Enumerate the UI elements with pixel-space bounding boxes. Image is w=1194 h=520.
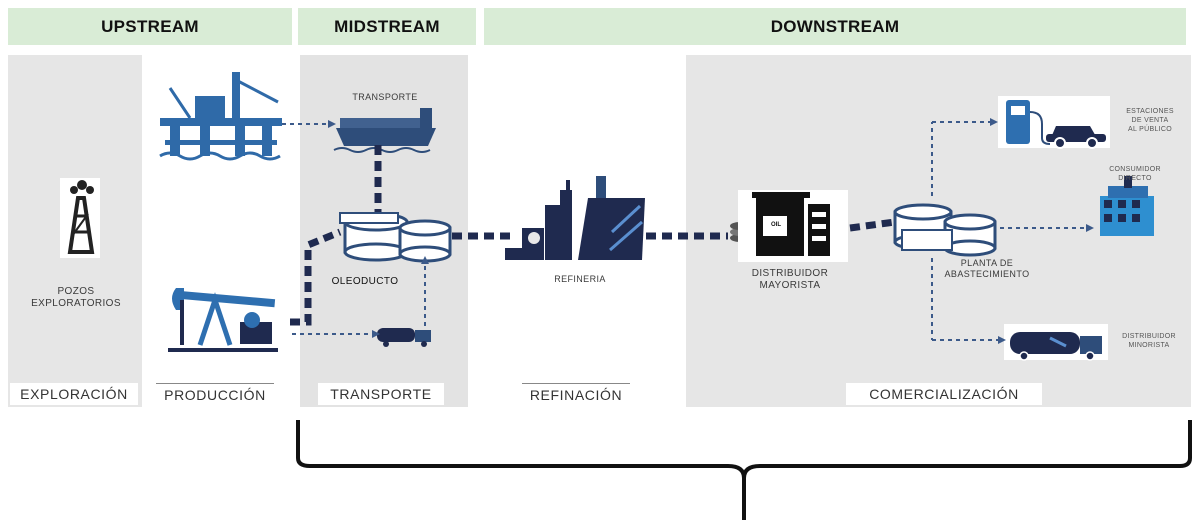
stage-refinacion: REFINACIÓN <box>522 383 630 406</box>
supply-plant-tanks-icon <box>893 203 997 257</box>
oleoducto-label: OLEODUCTO <box>331 276 399 287</box>
oil-derrick-icon <box>60 178 100 258</box>
stage-comercializacion: COMERCIALIZACIÓN <box>846 383 1042 405</box>
midstream-header: MIDSTREAM <box>298 8 476 45</box>
upstream-header: UPSTREAM <box>8 8 292 45</box>
arrow-heads <box>328 118 1094 344</box>
stage-exploracion: EXPLORACIÓN <box>10 383 138 405</box>
stage-produccion: PRODUCCIÓN <box>156 383 274 406</box>
tanker-ship-icon <box>333 108 436 153</box>
bracket-shape <box>296 420 1192 520</box>
storage-tanks-icon <box>339 212 452 263</box>
stage-transporte: TRANSPORTE <box>318 383 444 405</box>
refinery-icon <box>505 176 645 260</box>
downstream-header: DOWNSTREAM <box>484 8 1186 45</box>
distributor-warehouse-icon <box>738 190 848 262</box>
refineria-label: REFINERIA <box>554 274 606 284</box>
offshore-platform-icon <box>159 72 282 161</box>
barrel-oil-text: OIL <box>771 222 781 228</box>
pipelines <box>290 145 896 326</box>
car-icon <box>1046 126 1106 149</box>
transporte-ship-label: TRANSPORTE <box>352 92 418 102</box>
pump-jack-icon <box>168 288 278 352</box>
flow-arrows <box>282 121 1086 341</box>
retail-tanker-truck-icon <box>1004 324 1108 361</box>
tanker-truck-icon <box>377 328 431 347</box>
consumer-building-icon <box>1100 176 1154 236</box>
